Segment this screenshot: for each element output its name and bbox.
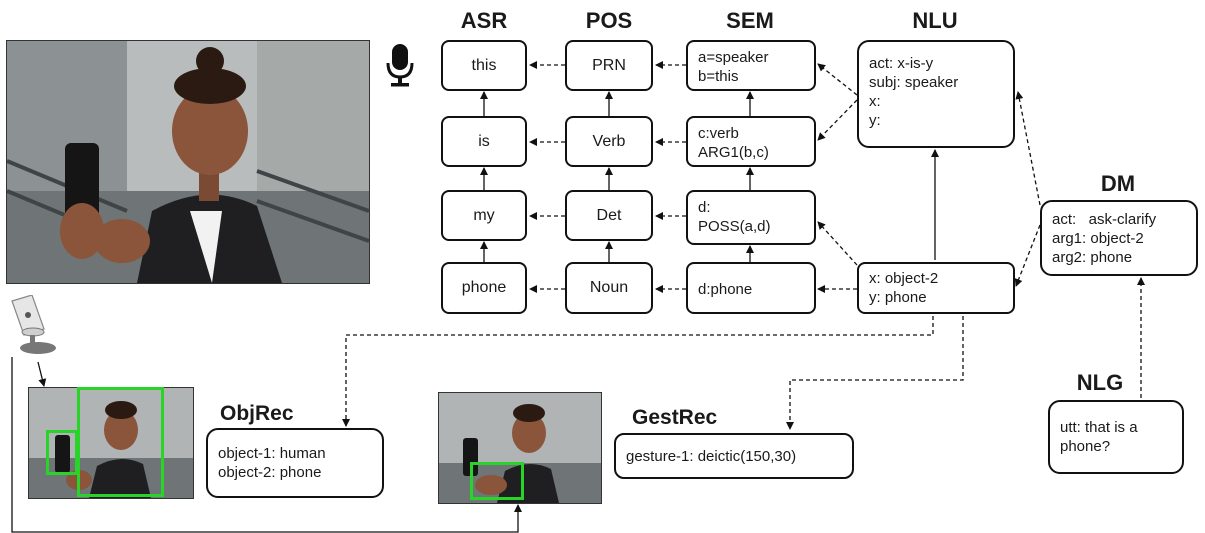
pos-tag: PRN bbox=[565, 40, 653, 91]
asr-token: is bbox=[441, 116, 527, 167]
microphone-icon bbox=[385, 43, 415, 87]
nlu-bindings: x: object-2 y: phone bbox=[857, 262, 1015, 314]
objrec-frame: object-1: human object-2: phone bbox=[206, 428, 384, 498]
security-camera-icon bbox=[6, 294, 58, 357]
sem-frame: d: POSS(a,d) bbox=[686, 190, 816, 245]
nlg-header: NLG bbox=[1076, 370, 1124, 395]
gestrec-header: GestRec bbox=[632, 406, 718, 429]
sem-frame: c:verb ARG1(b,c) bbox=[686, 116, 816, 167]
gestrec-thumbnail bbox=[438, 392, 602, 504]
dm-frame: act: ask-clarify arg1: object-2 arg2: ph… bbox=[1040, 200, 1198, 276]
gesture-box bbox=[470, 462, 524, 500]
dm-header: DM bbox=[1100, 171, 1136, 196]
pos-header: POS bbox=[585, 8, 633, 33]
pos-tag: Det bbox=[565, 190, 653, 241]
sem-header: SEM bbox=[726, 8, 774, 33]
nlu-header: NLU bbox=[912, 8, 958, 33]
nlg-frame: utt: that is a phone? bbox=[1048, 400, 1184, 474]
sem-frame: d:phone bbox=[686, 262, 816, 314]
person-photo bbox=[6, 40, 370, 284]
asr-header: ASR bbox=[460, 8, 508, 33]
detection-box-human bbox=[77, 387, 164, 497]
objrec-thumbnail bbox=[28, 387, 194, 499]
asr-token: this bbox=[441, 40, 527, 91]
nlu-frame: act: x-is-y subj: speaker x: y: bbox=[857, 40, 1015, 148]
sem-frame: a=speaker b=this bbox=[686, 40, 816, 91]
asr-token: my bbox=[441, 190, 527, 241]
pos-tag: Verb bbox=[565, 116, 653, 167]
objrec-header: ObjRec bbox=[220, 402, 294, 425]
gestrec-frame: gesture-1: deictic(150,30) bbox=[614, 433, 854, 479]
detection-box-phone bbox=[46, 430, 78, 475]
pos-tag: Noun bbox=[565, 262, 653, 314]
asr-token: phone bbox=[441, 262, 527, 314]
